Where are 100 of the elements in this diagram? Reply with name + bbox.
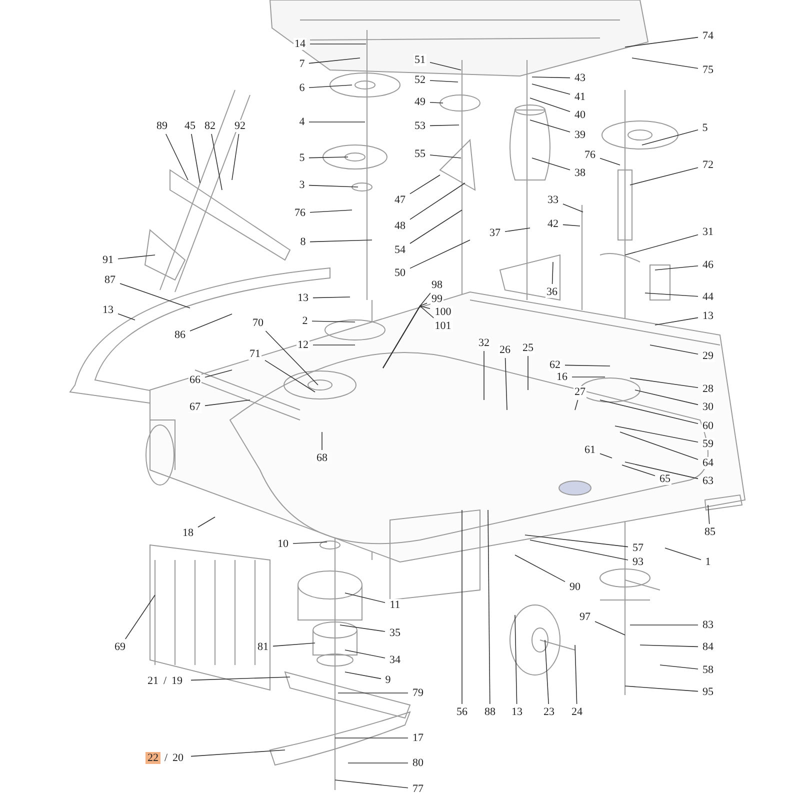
callout-number: 62 xyxy=(548,359,562,371)
callout-number: 86 xyxy=(174,329,186,341)
callout-number: 45 xyxy=(184,120,196,132)
callout-number: 41 xyxy=(574,91,586,103)
leader-line xyxy=(308,58,360,64)
leader-line xyxy=(344,672,382,680)
callout-number: 85 xyxy=(704,526,716,538)
callout-number: 1 xyxy=(704,556,712,568)
callout-number: 64 xyxy=(702,457,714,469)
leader-line xyxy=(344,592,386,603)
callout-number: 55 xyxy=(414,148,426,160)
leader-line xyxy=(562,224,580,226)
callout-number: 13 xyxy=(702,310,714,322)
callout-number: 71 xyxy=(248,348,262,360)
callout-number: 30 xyxy=(702,401,714,413)
leader-line xyxy=(118,254,156,260)
leader-line xyxy=(190,676,290,681)
leader-line xyxy=(532,158,570,170)
leader-line xyxy=(488,510,490,704)
callout-number: 17 xyxy=(412,732,424,744)
callout-number: 66 xyxy=(188,374,202,386)
callout-number: 48 xyxy=(394,220,406,232)
callout-number: 101 xyxy=(434,320,452,332)
leader-line xyxy=(574,644,578,704)
slash-separator: / xyxy=(163,752,169,764)
leader-line xyxy=(198,516,216,528)
leader-line xyxy=(600,453,612,458)
callout-number: 14 xyxy=(294,38,306,50)
callout-number: 25 xyxy=(522,342,534,354)
callout-number: 57 xyxy=(632,542,644,554)
callout-number: 46 xyxy=(702,259,714,271)
leader-line xyxy=(308,184,358,188)
callout-number: 53 xyxy=(414,120,426,132)
leader-line xyxy=(624,462,698,480)
leader-line xyxy=(410,240,470,269)
leader-line xyxy=(166,134,188,180)
leader-line xyxy=(654,317,698,326)
callout-number: 13 xyxy=(510,706,524,718)
callout-number: 74 xyxy=(702,30,714,42)
callout-number: 70 xyxy=(252,317,264,329)
callout-number: 88 xyxy=(484,706,496,718)
callout-number: 27 xyxy=(574,386,586,398)
callout-number: 82 xyxy=(204,120,216,132)
callout-number: 12 xyxy=(296,339,310,351)
leader-line xyxy=(552,262,554,284)
leader-line xyxy=(348,762,408,764)
callout-number: 24 xyxy=(570,706,584,718)
callout-number: 44 xyxy=(702,291,714,303)
callout-number: 61 xyxy=(584,444,596,456)
callout-number: 11 xyxy=(388,599,402,611)
leader-line xyxy=(664,548,702,560)
callout-number: 21 xyxy=(146,675,160,687)
callout-number: 76 xyxy=(294,207,306,219)
callout-number: 36 xyxy=(546,286,558,298)
callout-number: 16 xyxy=(556,371,568,383)
leader-line xyxy=(532,84,570,95)
leader-line xyxy=(530,98,570,112)
leader-line xyxy=(118,313,136,320)
callout-number: 47 xyxy=(394,194,406,206)
leader-line xyxy=(232,134,240,180)
leader-line xyxy=(574,400,578,410)
callout-number: 75 xyxy=(702,64,714,76)
leader-line xyxy=(265,330,318,386)
leader-line xyxy=(191,134,200,184)
leader-line xyxy=(630,378,698,388)
callout-number: 69 xyxy=(114,641,126,653)
callout-number: 3 xyxy=(298,179,306,191)
callout-number: 5 xyxy=(298,152,306,164)
leader-line xyxy=(600,400,698,424)
callout-number: 33 xyxy=(546,194,560,206)
leader-line xyxy=(600,158,620,166)
callout-number: 18 xyxy=(182,527,194,539)
callout-number: 93 xyxy=(632,556,644,568)
callout-number: 91 xyxy=(102,254,114,266)
callout-number: 42 xyxy=(546,218,560,230)
callout-number: 6 xyxy=(298,82,306,94)
callout-number: 97 xyxy=(578,611,592,623)
leader-line xyxy=(654,266,698,270)
leader-line xyxy=(594,621,626,636)
leader-line xyxy=(660,664,698,670)
callout-number: 19 xyxy=(170,675,184,687)
leader-line xyxy=(430,62,462,70)
callout-number: 7 xyxy=(298,58,306,70)
leader-line xyxy=(624,36,698,48)
callout-number: 67 xyxy=(188,401,202,413)
leader-line xyxy=(620,432,698,460)
callout-number: 13 xyxy=(296,292,310,304)
leader-line xyxy=(310,240,372,242)
leader-line xyxy=(504,228,530,232)
callout-number: 89 xyxy=(156,120,168,132)
callout-number: 10 xyxy=(276,538,290,550)
leader-line xyxy=(340,624,386,632)
callout-number: 9 xyxy=(384,674,392,686)
leader-line xyxy=(430,102,444,104)
leader-line xyxy=(532,76,570,78)
callout-number: 54 xyxy=(394,244,406,256)
leader-line xyxy=(640,644,698,648)
callout-number: 37 xyxy=(488,227,502,239)
leader-line xyxy=(430,124,460,126)
callout-number: 68 xyxy=(316,452,328,464)
